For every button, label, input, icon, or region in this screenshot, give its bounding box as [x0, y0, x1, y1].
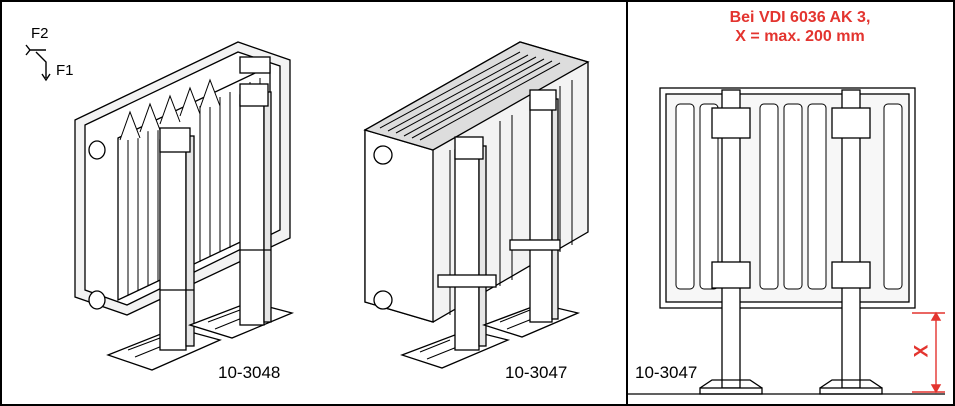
heading-line-1: Bei VDI 6036 AK 3,	[729, 9, 871, 26]
force-label-f1: F1	[56, 62, 74, 79]
force-arrows-icon	[25, 44, 51, 82]
product-code-left: 10-3048	[218, 363, 281, 382]
force-label-f2: F2	[31, 25, 49, 42]
stand-back-b	[482, 89, 581, 338]
dimension-x-marker	[912, 311, 945, 394]
product-code-right: 10-3047	[635, 363, 698, 382]
stand-front-b	[400, 136, 511, 369]
stand-front-view-right	[819, 89, 883, 395]
product-code-middle: 10-3047	[505, 363, 568, 382]
dimension-x-label: X	[911, 344, 933, 358]
stand-back-a	[188, 83, 295, 339]
radiator-front-view	[659, 87, 916, 309]
stand-front-view-left	[699, 89, 763, 395]
heading-line-2: X = max. 200 mm	[735, 28, 865, 45]
stand-front-a	[106, 127, 222, 371]
vdi-requirement-heading: Bei VDI 6036 AK 3, X = max. 200 mm	[655, 8, 945, 46]
